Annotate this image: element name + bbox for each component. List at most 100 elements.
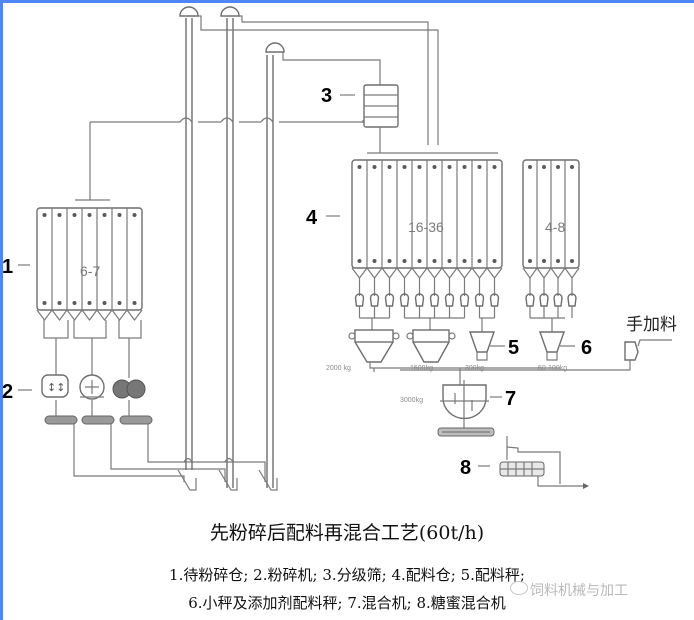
mixer-capacity: 3000kg	[400, 397, 423, 404]
batching-bin-bottom-dot	[462, 259, 467, 263]
feeder-valve	[489, 293, 500, 307]
feeder-valve	[553, 293, 563, 307]
collecting-line	[369, 362, 560, 385]
batching-bins	[351, 159, 503, 279]
batching-bin-top-dot	[387, 165, 392, 169]
frame-left-border	[0, 0, 3, 620]
small-bin-hopper	[536, 267, 552, 280]
feeder-valve	[429, 293, 440, 307]
batching-bin-hopper	[471, 267, 488, 279]
pre-grind-bin-top-dot	[132, 213, 137, 217]
callout-8: 8	[460, 457, 490, 479]
callout-2: 2	[2, 381, 32, 403]
line-crossings	[179, 117, 274, 123]
batching-bin-top-dot	[477, 165, 482, 169]
batching-bin-bottom-dot	[477, 259, 482, 263]
pre-grind-bin-bottom-dot	[57, 301, 62, 305]
pre-grind-bin-hopper	[126, 309, 143, 321]
batching-scale-2	[406, 318, 456, 363]
small-bin-bottom-dot	[542, 259, 546, 263]
batching-bin-hopper	[351, 267, 368, 279]
frame-top-border	[0, 0, 694, 3]
small-bin-hopper	[550, 267, 566, 280]
manual-addition-hopper	[400, 339, 672, 371]
pre-grind-bin-top-dot	[42, 213, 47, 217]
legend-line-1: 1.待粉碎仓; 2.粉碎机; 3.分级筛; 4.配料仓; 5.配料秤;	[169, 566, 525, 584]
pre-grind-bin-bottom-dot	[117, 301, 122, 305]
batching-bin-top-dot	[447, 165, 452, 169]
scale-capacity-2: 1500kg	[410, 365, 433, 372]
callout-1: 1	[2, 256, 30, 278]
return-line	[90, 120, 364, 123]
pre-grind-bin-hopper	[66, 309, 83, 321]
small-bin-count: 4-8	[545, 219, 565, 235]
pre-grind-bin-top-dot	[87, 213, 92, 217]
outlet-collector	[118, 320, 142, 339]
feeder-valve	[444, 293, 455, 307]
outlet-collector	[73, 320, 107, 339]
grinder-3	[112, 355, 146, 399]
feeder-valve	[459, 293, 470, 307]
batching-bin-bottom-dot	[447, 259, 452, 263]
batching-bin-top-dot	[462, 165, 467, 169]
svg-text:7: 7	[505, 388, 516, 410]
feeder-valve	[525, 293, 535, 307]
feeder-valve	[474, 293, 485, 307]
batching-bin-bottom-dot	[387, 259, 392, 263]
pre-grind-bin-hopper	[36, 309, 53, 321]
svg-text:8: 8	[460, 457, 471, 479]
batching-bin-hopper	[441, 267, 458, 279]
feeder-valve	[354, 293, 365, 307]
batching-bin-count: 16-36	[408, 219, 444, 235]
batching-bin-hopper	[396, 267, 413, 279]
diagram-title: 先粉碎后配料再混合工艺(60t/h)	[209, 522, 485, 544]
feeder-valve	[384, 293, 395, 307]
batching-bin-hopper	[426, 267, 443, 279]
small-bin-top-dot	[570, 165, 574, 169]
scale-capacity-1: 2000 kg	[326, 365, 351, 372]
batching-bin-bottom-dot	[417, 259, 422, 263]
small-bin-hopper	[522, 267, 538, 280]
small-bin-top-dot	[542, 165, 546, 169]
pre-grind-bin-hopper	[51, 309, 68, 321]
batching-bin-top-dot	[492, 165, 497, 169]
mixer	[437, 380, 495, 437]
grinder-1: ↕↕	[41, 355, 69, 398]
callout-5: 5	[490, 337, 519, 359]
batching-bin-hopper	[486, 267, 503, 279]
bin1-feed-line	[75, 122, 110, 201]
pre-grind-bin-bottom-dot	[132, 301, 137, 305]
svg-text:2: 2	[2, 381, 13, 403]
pre-grind-bin-hopper	[81, 309, 98, 321]
pre-grind-bin-top-dot	[102, 213, 107, 217]
feeder-valve	[414, 293, 425, 307]
pre-grind-bin-top-dot	[57, 213, 62, 217]
pre-grind-bin-top-dot	[72, 213, 77, 217]
molasses-mixer	[499, 436, 589, 489]
batching-bin-top-dot	[372, 165, 377, 169]
outlet-collector	[43, 320, 69, 339]
small-bin-hopper	[564, 267, 580, 280]
batching-bin-hopper	[456, 267, 473, 279]
svg-text:3: 3	[321, 85, 332, 107]
batching-bin-top-dot	[357, 165, 362, 169]
scale-capacity-4: 50-100kg	[538, 365, 567, 372]
svg-text:6: 6	[581, 337, 592, 359]
batching-bin-hopper	[366, 267, 383, 279]
batching-bin-bottom-dot	[432, 259, 437, 263]
bin-feeders	[354, 278, 577, 319]
pre-grind-bin-hopper	[96, 309, 113, 321]
pre-grind-bin-bottom-dot	[42, 301, 47, 305]
batching-bin-top-dot	[417, 165, 422, 169]
batching-bin-bottom-dot	[402, 259, 407, 263]
svg-text:4: 4	[306, 207, 318, 229]
small-bin-bottom-dot	[556, 259, 560, 263]
callout-7: 7	[490, 388, 516, 410]
screw-conveyors-1	[44, 400, 266, 482]
manual-addition-label: 手加料	[626, 315, 677, 335]
small-bin-top-dot	[556, 165, 560, 169]
feeder-valve	[399, 293, 410, 307]
svg-text:↕↕: ↕↕	[47, 381, 65, 394]
outlet-line	[55, 338, 130, 355]
